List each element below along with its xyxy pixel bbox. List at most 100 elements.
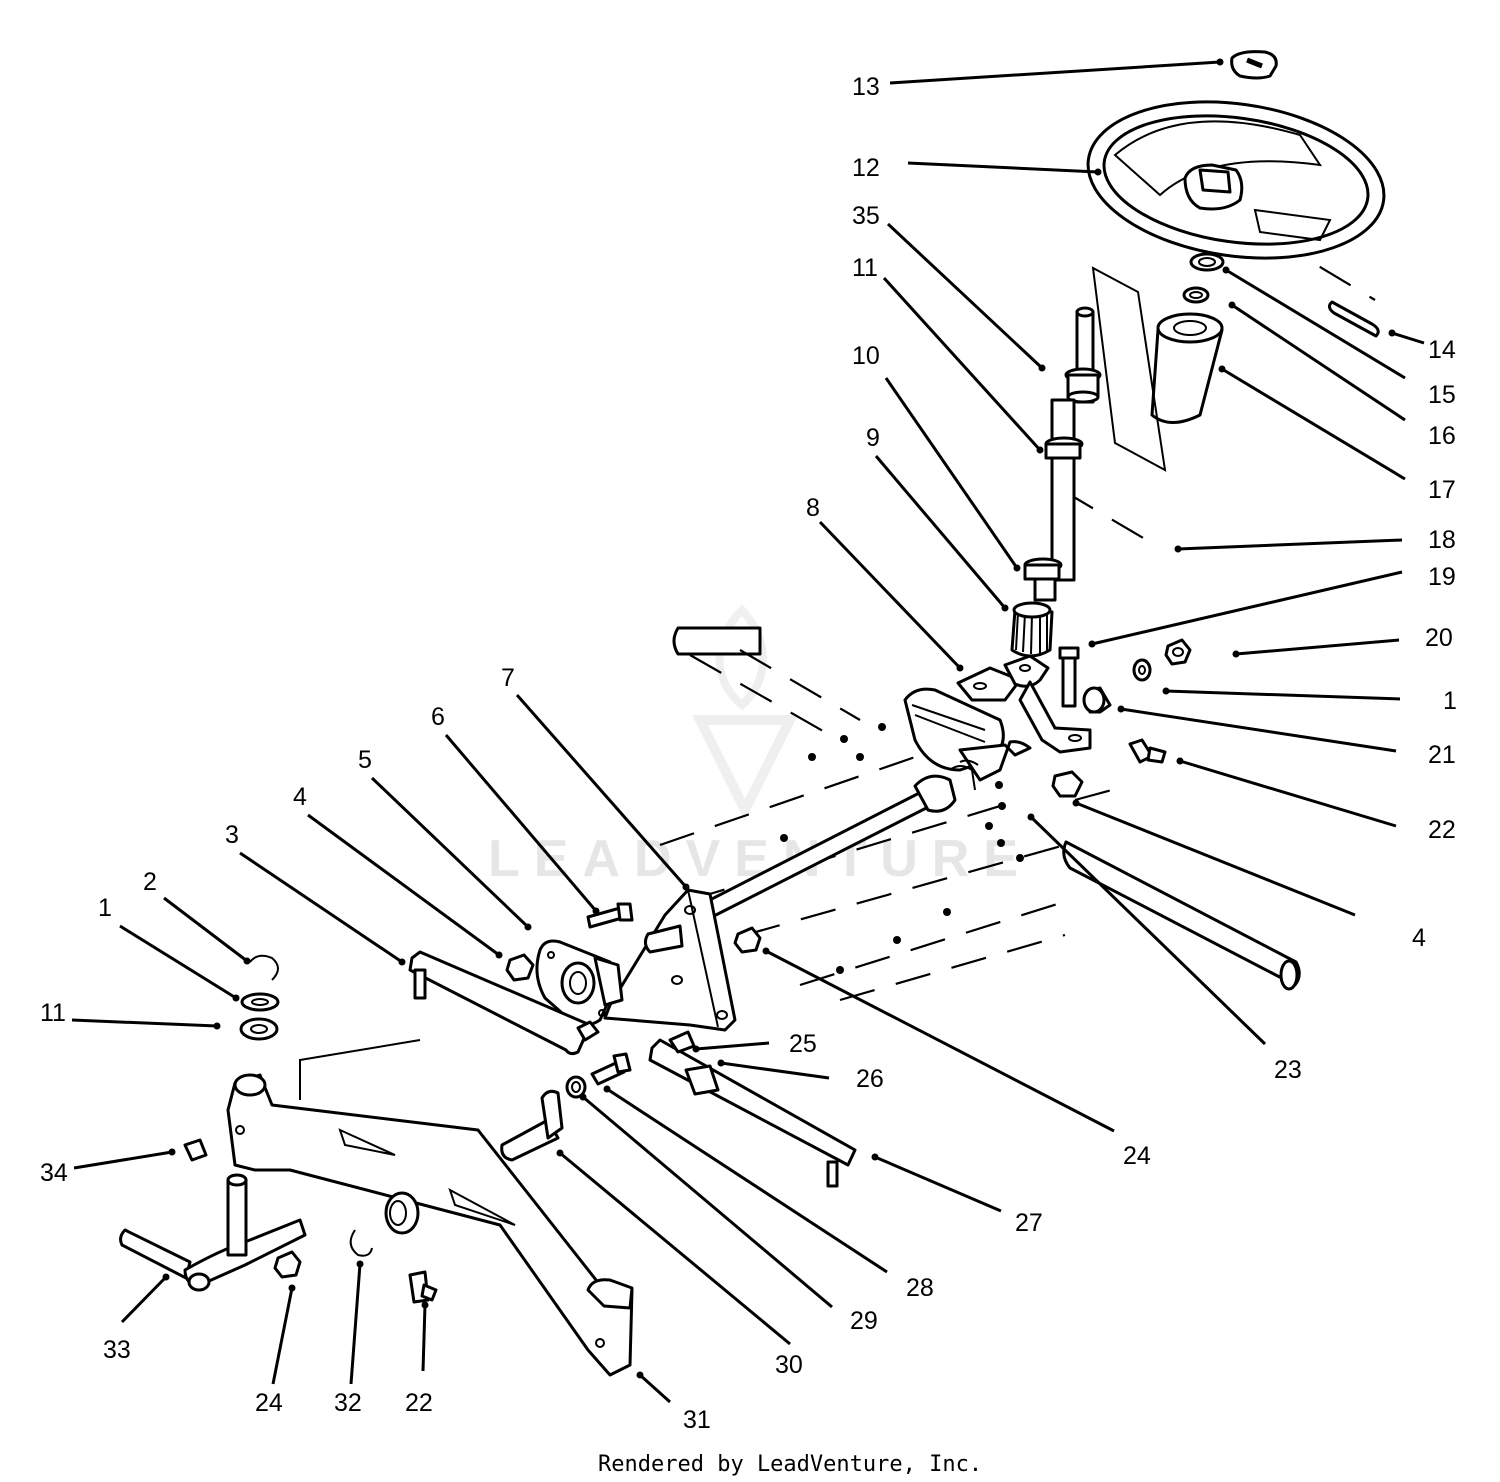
- callout-number: 32: [334, 1389, 362, 1417]
- callout-number: 28: [906, 1274, 934, 1302]
- leader-dot: [556, 1149, 564, 1157]
- callout-number: 18: [1428, 526, 1456, 554]
- leader-line: [1091, 570, 1403, 646]
- callout-number: 5: [358, 746, 372, 774]
- callout-number: 34: [40, 1159, 68, 1187]
- leader-dot: [592, 907, 600, 915]
- leader-line: [874, 1155, 1002, 1213]
- leader-line: [239, 851, 403, 964]
- leader-line: [884, 377, 1019, 569]
- grease-fitting-bottom: [408, 1270, 438, 1304]
- callout-number: 25: [789, 1030, 817, 1058]
- frame-tubes: [659, 236, 1376, 1002]
- leader-dot: [1036, 446, 1044, 454]
- axle-pivot-pin: [500, 1089, 564, 1162]
- leader-dot: [762, 947, 770, 955]
- leader-line: [370, 776, 530, 929]
- callout-3: 3: [225, 821, 406, 966]
- callout-number: 20: [1425, 624, 1453, 652]
- callout-2: 2: [143, 868, 251, 965]
- callout-31: 31: [636, 1371, 711, 1434]
- leader-line: [874, 455, 1007, 609]
- roll-pin: [1327, 300, 1380, 338]
- callout-16: 16: [1228, 301, 1456, 450]
- leader-dot: [1117, 705, 1125, 713]
- leader-line: [515, 694, 688, 888]
- callout-number: 30: [775, 1351, 803, 1379]
- callout-number: 16: [1428, 422, 1456, 450]
- leader-dot: [1232, 650, 1240, 658]
- callout-1: 1: [1162, 687, 1457, 715]
- callout-number: 29: [850, 1307, 878, 1335]
- callout-21: 21: [1117, 705, 1456, 769]
- callout-30: 30: [556, 1149, 803, 1379]
- callout-25: 25: [692, 1030, 817, 1058]
- leader-line: [307, 813, 500, 957]
- callout-13: 13: [852, 58, 1224, 101]
- callout-12: 12: [852, 154, 1102, 182]
- callout-4: 4: [1072, 799, 1426, 952]
- callout-number: 11: [40, 999, 66, 1027]
- leader-dot: [1176, 757, 1184, 765]
- leader-dot: [398, 958, 406, 966]
- leader-dot: [243, 957, 251, 965]
- leader-line: [444, 734, 598, 912]
- grease-fitting-right: [1128, 738, 1167, 764]
- callout-number: 31: [683, 1406, 711, 1434]
- leader-line: [1177, 538, 1403, 551]
- leader-line: [1029, 815, 1267, 1046]
- leader-dot: [356, 1260, 364, 1268]
- leader-dot: [1088, 640, 1096, 648]
- callout-number: 9: [866, 424, 880, 452]
- callout-number: 8: [806, 494, 820, 522]
- callout-number: 4: [1412, 924, 1426, 952]
- plate-nut: [733, 926, 762, 954]
- callout-number: 14: [1428, 336, 1456, 364]
- leader-dot: [232, 994, 240, 1002]
- steering-bracket: [903, 654, 1092, 782]
- leader-line: [882, 276, 1042, 452]
- drag-link: [648, 1030, 857, 1188]
- callout-number: 15: [1428, 381, 1456, 409]
- callout-33: 33: [103, 1273, 170, 1364]
- cross-shaft: [698, 759, 979, 922]
- leader-line: [71, 1018, 218, 1028]
- leader-dot: [717, 1059, 725, 1067]
- leader-dot: [168, 1148, 176, 1156]
- leader-dot: [579, 1093, 587, 1101]
- callout-number: 1: [1443, 687, 1457, 715]
- callout-number: 2: [143, 868, 157, 896]
- footer-credit: Rendered by LeadVenture, Inc.: [598, 1452, 982, 1477]
- callout-number: 24: [1123, 1142, 1151, 1170]
- callout-number: 21: [1428, 741, 1456, 769]
- leader-dot: [956, 664, 964, 672]
- wheel-spindle: [119, 1173, 307, 1292]
- callout-number: 22: [1428, 816, 1456, 844]
- callout-9: 9: [866, 424, 1009, 612]
- callout-34: 34: [40, 1148, 176, 1187]
- leader-line: [582, 1095, 833, 1309]
- leader-line: [1075, 801, 1356, 917]
- spindle-hardware: [239, 954, 280, 1041]
- callout-number: 12: [852, 154, 880, 182]
- grease-fitting-left: [183, 1138, 208, 1162]
- callout-number: 1: [98, 894, 112, 922]
- leader-dot: [1174, 545, 1182, 553]
- leader-line: [889, 60, 1221, 85]
- leader-line: [119, 924, 237, 1000]
- leader-dot: [1162, 687, 1170, 695]
- callout-24: 24: [255, 1284, 296, 1417]
- callout-5: 5: [358, 746, 532, 931]
- callout-35: 35: [852, 202, 1046, 372]
- callout-24: 24: [762, 947, 1151, 1170]
- leader-dot: [1001, 604, 1009, 612]
- leader-line: [1179, 759, 1397, 828]
- leader-line: [1225, 268, 1406, 380]
- flange-nut: [505, 953, 535, 982]
- steering-shaft: [1023, 306, 1102, 602]
- leader-dot: [1027, 813, 1035, 821]
- leader-dot: [421, 1301, 429, 1309]
- callout-22: 22: [1176, 757, 1456, 844]
- axle-bushing: [349, 1191, 420, 1257]
